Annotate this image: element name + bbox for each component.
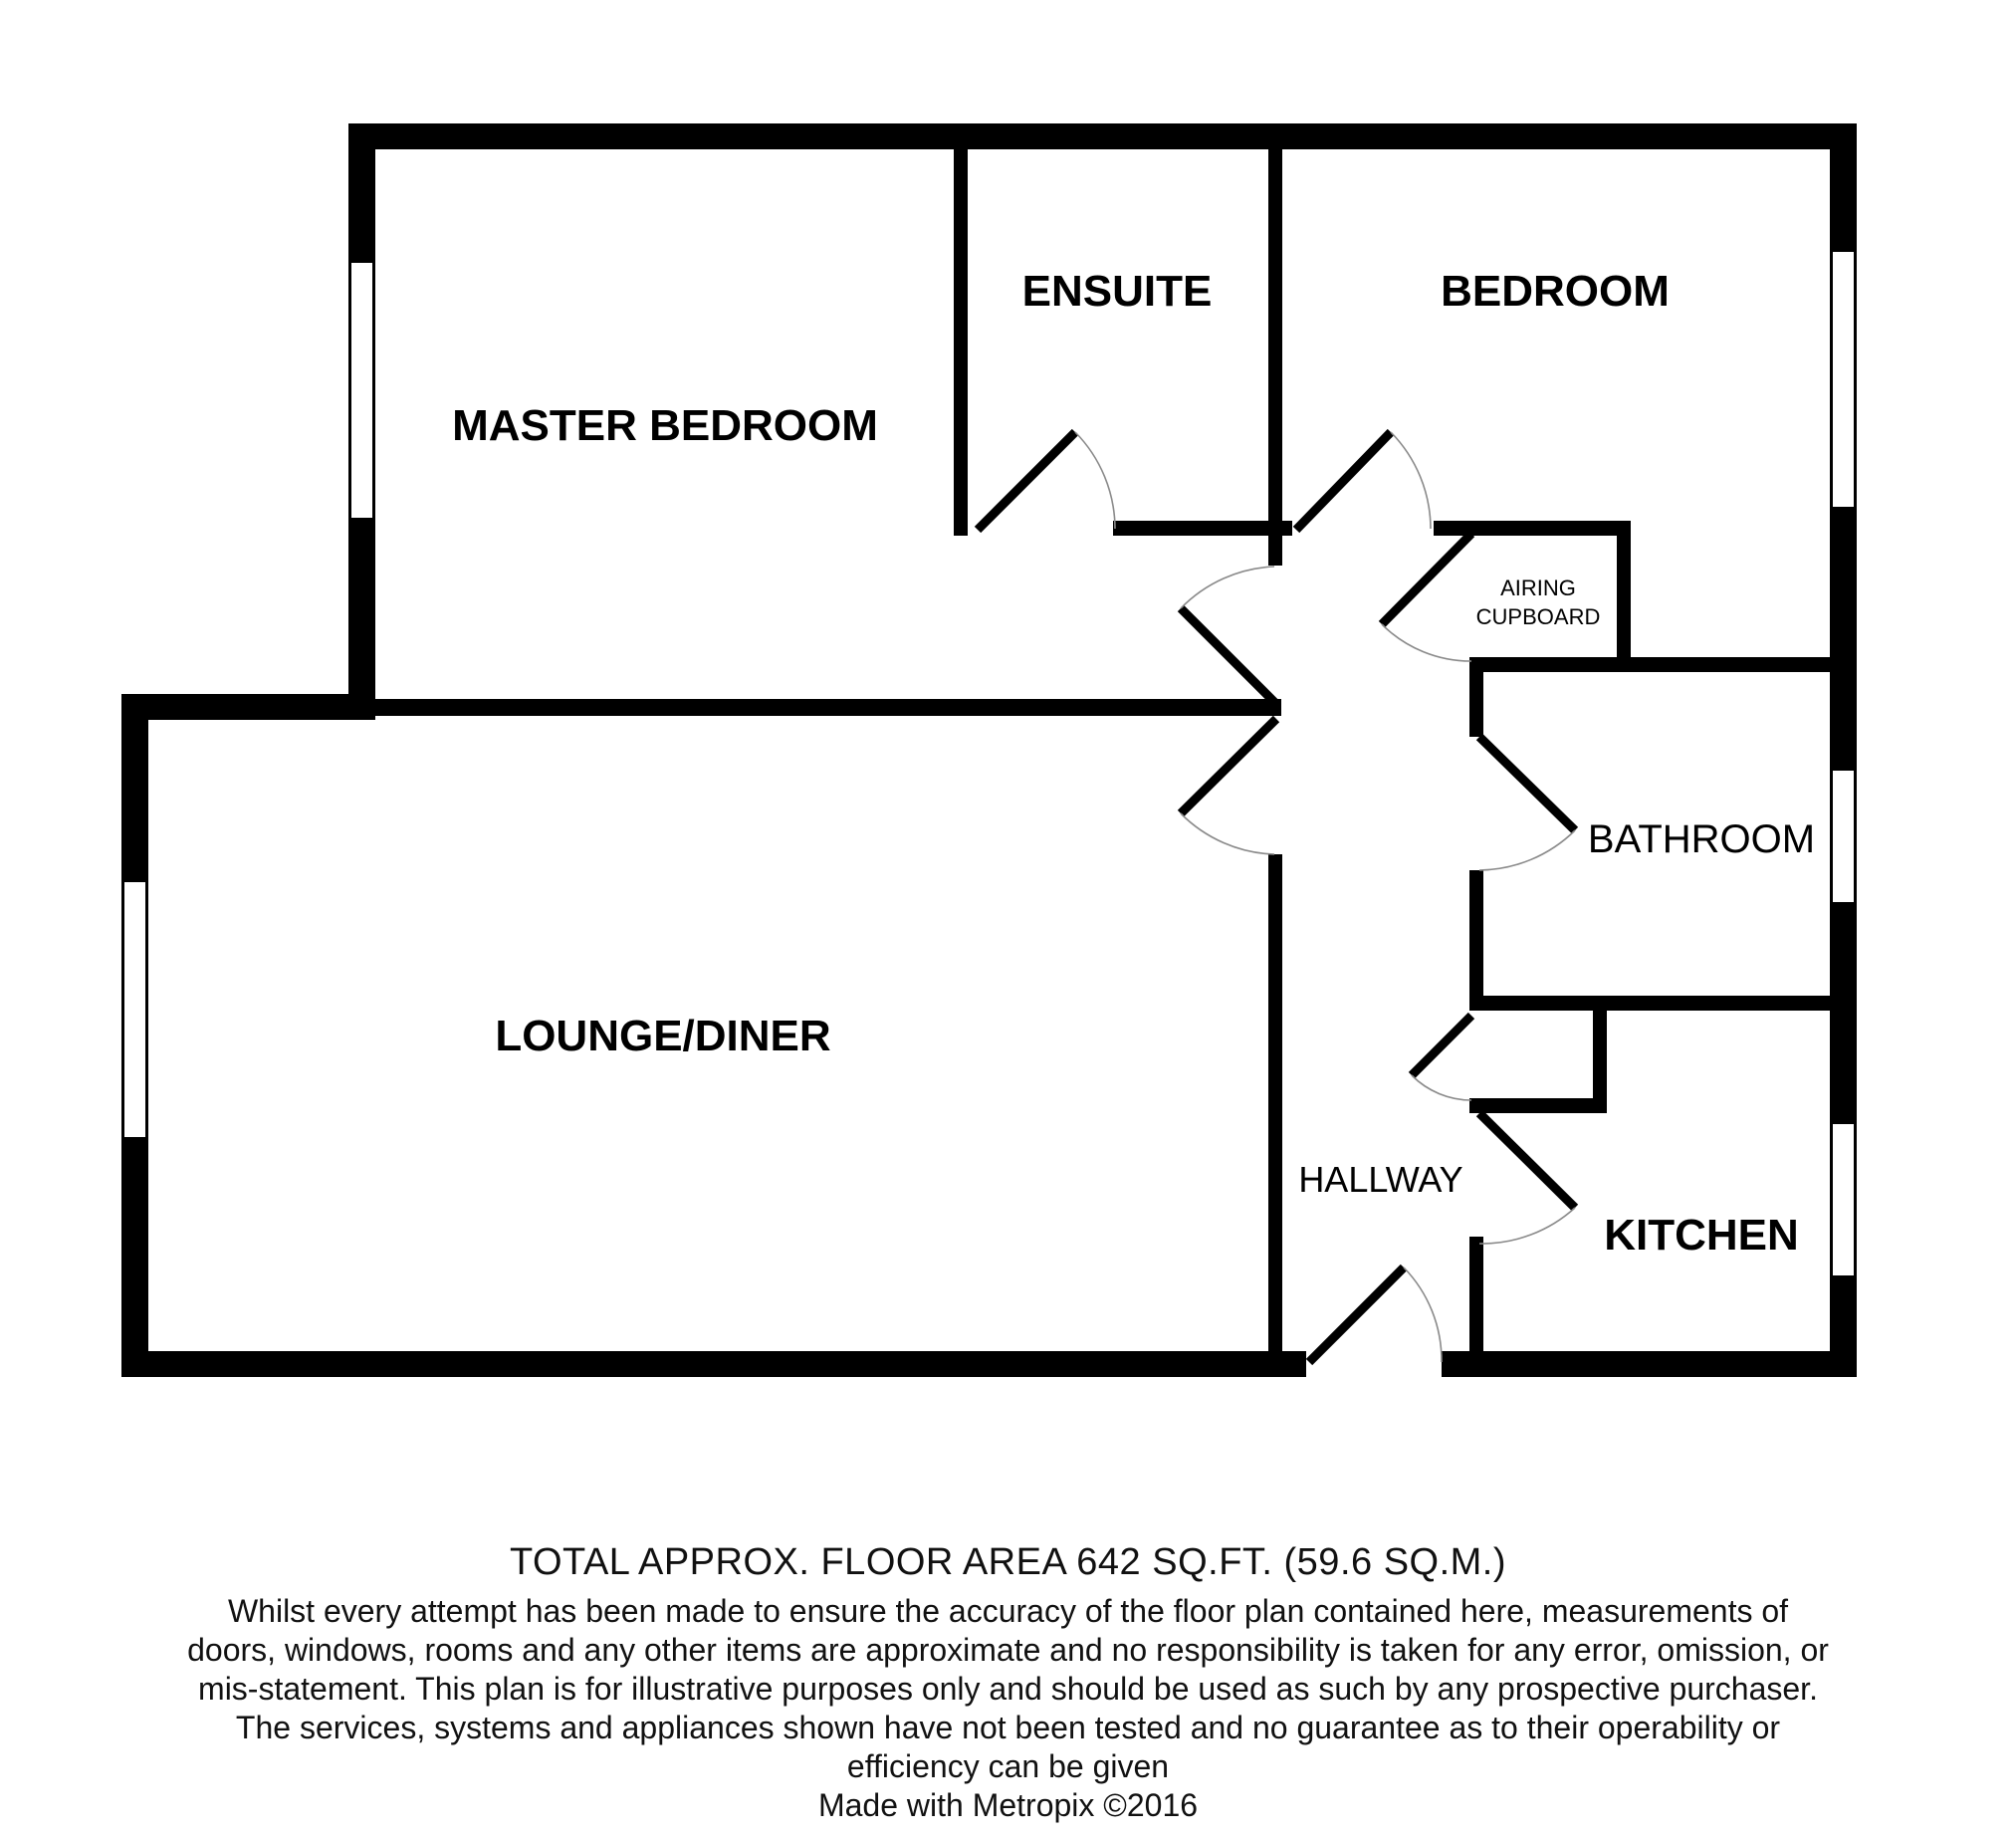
wall-ensuite-left — [954, 149, 968, 536]
wall-bottom-left — [121, 1351, 1306, 1377]
wall-cupboard-bottom — [1469, 1098, 1607, 1113]
label-ensuite: ENSUITE — [1022, 267, 1213, 316]
door-lounge — [1177, 715, 1280, 855]
wall-bathroom-left-lower — [1469, 870, 1483, 1010]
door-airing-cupboard — [1378, 530, 1475, 662]
interior-walls — [375, 149, 1844, 1364]
wall-bathroom-bottom — [1469, 996, 1844, 1011]
window-master-bedroom — [349, 261, 374, 520]
plan-footer: TOTAL APPROX. FLOOR AREA 642 SQ.FT. (59.… — [0, 1541, 2016, 1825]
wall-top — [348, 123, 1857, 149]
window-lounge — [122, 880, 147, 1139]
total-floor-area: TOTAL APPROX. FLOOR AREA 642 SQ.FT. (59.… — [509, 1541, 1507, 1583]
label-master-bedroom: MASTER BEDROOM — [452, 401, 878, 450]
window-kitchen — [1831, 1122, 1856, 1277]
wall-lounge-top-left — [121, 694, 375, 720]
wall-airing-right — [1617, 521, 1631, 670]
doors — [974, 428, 1579, 1366]
door-bathroom — [1475, 733, 1579, 871]
door-bedroom — [1292, 428, 1432, 534]
wall-ensuite-bottom-right — [1113, 521, 1292, 536]
label-bathroom: BATHROOM — [1588, 817, 1815, 861]
label-bedroom: BEDROOM — [1441, 267, 1670, 316]
door-hall-cupboard — [1408, 1012, 1475, 1101]
wall-bathroom-top — [1469, 657, 1844, 672]
door-ensuite — [974, 428, 1116, 534]
window-bathroom — [1831, 769, 1856, 904]
wall-cupboard-right — [1593, 1011, 1607, 1113]
credit-text: Made with Metropix ©2016 — [817, 1787, 1199, 1823]
label-kitchen: KITCHEN — [1604, 1211, 1799, 1260]
floor-plan: MASTER BEDROOM ENSUITE BEDROOM AIRING CU… — [121, 123, 1857, 1377]
wall-airing-top — [1434, 521, 1631, 536]
label-hallway: HALLWAY — [1298, 1159, 1462, 1200]
wall-ensuite-right — [1268, 149, 1282, 566]
door-entrance — [1305, 1264, 1443, 1366]
windows — [122, 250, 1856, 1277]
wall-master-lounge-divider — [375, 699, 1281, 716]
wall-hall-lounge — [1268, 854, 1282, 1364]
door-kitchen — [1475, 1109, 1579, 1245]
wall-bathroom-left-upper — [1469, 657, 1483, 737]
label-airing-cupboard-line1: AIRING — [1500, 575, 1576, 600]
label-airing-cupboard-line2: CUPBOARD — [1476, 604, 1601, 629]
wall-kitchen-left — [1469, 1237, 1483, 1364]
room-labels: MASTER BEDROOM ENSUITE BEDROOM AIRING CU… — [452, 267, 1815, 1260]
door-master-bedroom — [1177, 566, 1280, 708]
window-bedroom — [1831, 250, 1856, 509]
disclaimer-text: Whilst every attempt has been made to en… — [187, 1593, 1829, 1784]
wall-bottom-right — [1442, 1351, 1857, 1377]
label-lounge-diner: LOUNGE/DINER — [495, 1012, 830, 1060]
